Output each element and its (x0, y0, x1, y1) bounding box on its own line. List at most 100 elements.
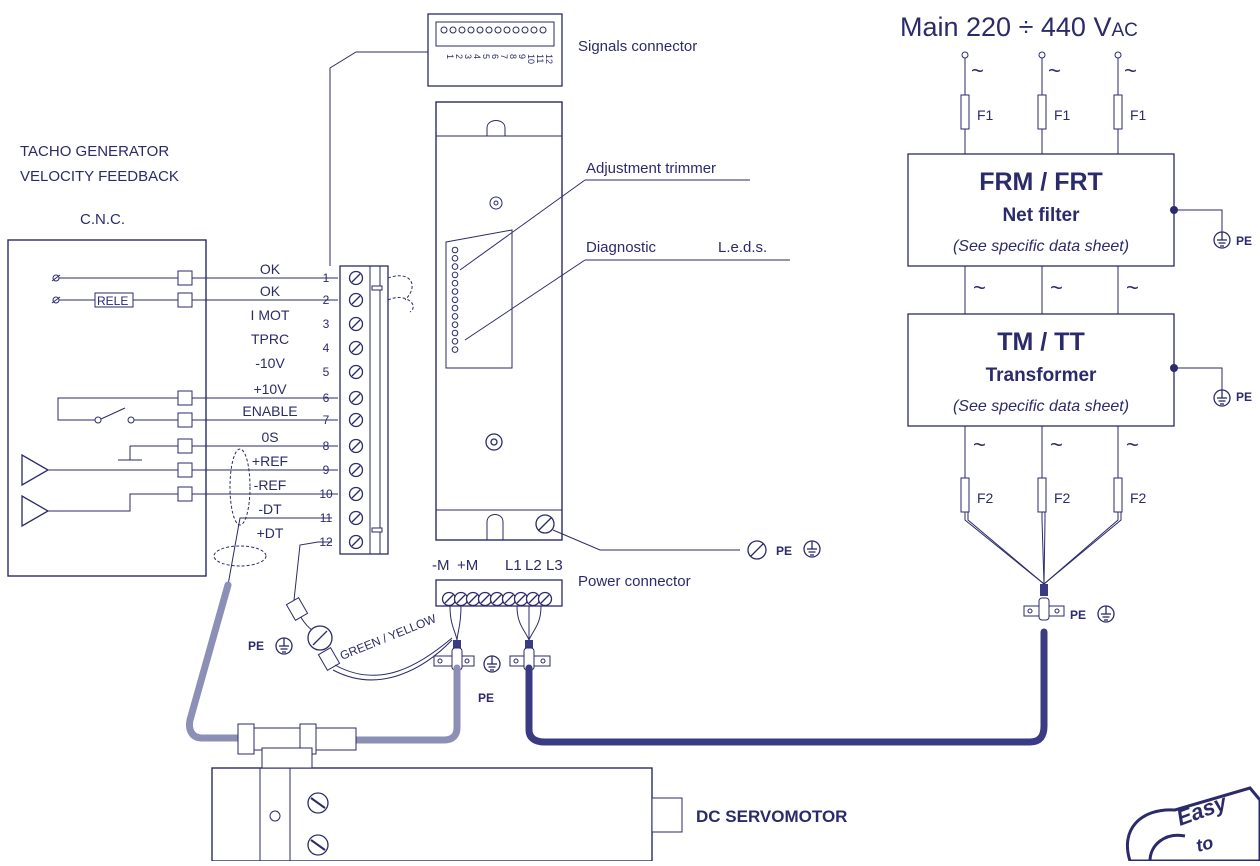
fuse-f2 (1113, 477, 1123, 513)
terminal-signal-label: -DT (258, 501, 282, 517)
connector-pin (476, 26, 484, 34)
drive-module: Adjustment trimmer Diagnostic L.e.d.s. (435, 101, 790, 541)
diagnostic-led (451, 254, 459, 262)
diagnostic-led (451, 296, 459, 304)
connector-pin-number: 8 (508, 54, 518, 59)
connector-pin-number: 1 (445, 54, 455, 59)
output-phases: ~F2~F2~F2 PE (960, 426, 1147, 623)
connector-pin-number: 6 (490, 54, 500, 59)
connector-pin (440, 26, 448, 34)
terminal-number: 3 (323, 317, 330, 331)
signals-connector-label: Signals connector (578, 38, 697, 55)
terminal-screw (348, 412, 364, 428)
terminal-signal-label: +DT (257, 525, 284, 541)
terminal-signal-label: -10V (255, 355, 285, 371)
transformer: TM / TT Transformer (See specific data s… (907, 313, 1252, 427)
phase-tilde: ~ (1124, 58, 1137, 83)
terminal-signal-label: 0S (261, 429, 278, 445)
phase-tilde: ~ (1126, 432, 1139, 457)
diagnostic-label: Diagnostic (586, 239, 657, 256)
fuse-f1-label: F1 (977, 107, 994, 123)
connector-pin (503, 26, 511, 34)
terminal-signal-label: +REF (252, 453, 288, 469)
terminal-number: 7 (323, 413, 330, 427)
terminal-screw (348, 390, 364, 406)
power-screw (465, 591, 481, 607)
power-screw (525, 591, 541, 607)
diagnostic-led (451, 271, 459, 279)
terminal-number: 8 (323, 439, 330, 453)
power-screw (477, 591, 493, 607)
logo-text-2: to (1194, 832, 1216, 856)
terminal-signal-label: +10V (253, 381, 287, 397)
filter-subtitle: Net filter (1002, 205, 1080, 226)
diagnostic-led (451, 246, 459, 254)
connector-pin (521, 26, 529, 34)
connector-pin-number: 9 (517, 54, 527, 59)
cables (186, 581, 1048, 746)
fuse-f1-label: F1 (1130, 107, 1147, 123)
power-screw (441, 591, 457, 607)
power-screw (537, 591, 553, 607)
line-pe-label: PE (1070, 608, 1086, 622)
diagnostic-led (451, 304, 459, 312)
tacho-heading-line1: TACHO GENERATOR (20, 143, 169, 160)
leds-label: L.e.d.s. (718, 239, 767, 256)
cnc-ok-contacts: RELE (51, 274, 178, 308)
terminal-signal-label: OK (260, 261, 281, 277)
fuse-f2-label: F2 (1054, 490, 1071, 506)
terminal-plus-m: +M (457, 557, 478, 574)
terminal-signal-label: -REF (254, 477, 287, 493)
terminal-number: 9 (323, 463, 330, 477)
connector-pin-number: 11 (535, 54, 545, 63)
connector-pin (467, 26, 475, 34)
terminal-l1: L1 (505, 557, 522, 574)
dc-servomotor: DC SERVOMOTOR (211, 723, 847, 862)
phase-tilde: ~ (1050, 432, 1063, 457)
clamp-pe-label: PE (478, 691, 494, 705)
terminal-screw (348, 438, 364, 454)
phase-tilde: ~ (973, 275, 986, 300)
power-screw (453, 591, 469, 607)
filter-title: FRM / FRT (979, 168, 1103, 196)
connector-pin-number: 7 (499, 54, 509, 59)
phase-tilde: ~ (1050, 275, 1063, 300)
terminal-signal-label: TPRC (251, 331, 289, 347)
transformer-subtitle: Transformer (986, 365, 1097, 386)
fuse-f1 (960, 94, 970, 130)
net-filter: FRM / FRT Net filter (See specific data … (907, 153, 1252, 267)
terminal-screw (348, 340, 364, 356)
diagnostic-led (451, 263, 459, 270)
terminal-screw (348, 534, 364, 550)
connector-pin (512, 26, 520, 34)
fuse-f1 (1113, 94, 1123, 130)
cnc-panel: TACHO GENERATOR VELOCITY FEEDBACK C.N.C.… (7, 143, 338, 601)
power-screw (489, 591, 505, 607)
cnc-box (7, 239, 207, 577)
connector-pin (458, 26, 466, 34)
cnc-ref-amplifiers (21, 453, 178, 528)
terminal-l3: L3 (546, 557, 563, 574)
terminal-number: 2 (323, 293, 330, 307)
power-screw (501, 591, 517, 607)
connector-pin (494, 26, 502, 34)
terminal-screw (348, 270, 364, 286)
drive-pe-label: PE (776, 544, 792, 558)
terminal-number: 10 (319, 487, 333, 501)
terminal-signal-label: ENABLE (242, 403, 297, 419)
gy-pe-label: PE (248, 639, 264, 653)
fuse-f2 (1037, 477, 1047, 513)
cnc-0s-ground (118, 445, 178, 461)
connector-pin-number: 3 (463, 54, 473, 59)
phase-tilde: ~ (973, 432, 986, 457)
rele-label: RELE (97, 294, 128, 308)
signal-terminal-strip (329, 51, 430, 555)
phase-tilde: ~ (1126, 275, 1139, 300)
green-yellow-label: GREEN / YELLOW (338, 611, 439, 663)
connector-pin-number: 10 (526, 54, 536, 64)
terminal-l2: L2 (525, 557, 542, 574)
cnc-enable-switch (57, 397, 178, 424)
diagnostic-led (451, 338, 459, 345)
terminal-number: 12 (319, 535, 333, 549)
